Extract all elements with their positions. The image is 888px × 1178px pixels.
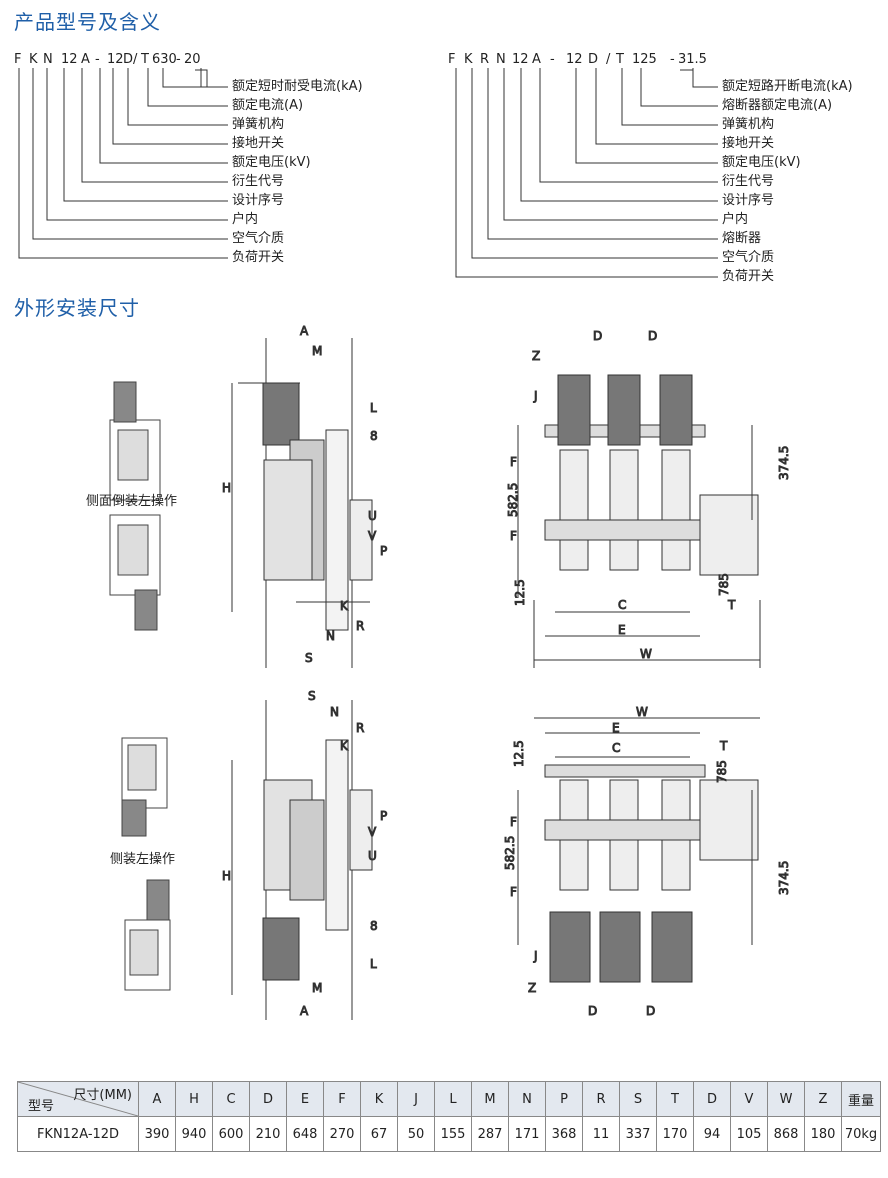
svg-text:374.5: 374.5 [777, 861, 791, 895]
svg-text:785: 785 [717, 573, 731, 596]
svg-text:M: M [312, 981, 322, 995]
svg-text:8: 8 [370, 429, 378, 443]
svg-text:A: A [300, 1004, 309, 1018]
svg-text:12.5: 12.5 [513, 579, 527, 606]
svg-text:P: P [380, 544, 387, 558]
spec-table: 尺寸(MM) 型号 A H C D E F K J L M N P R S T … [17, 1081, 881, 1152]
table-row: FKN12A-12D 390 940 600 210 648 270 67 50… [17, 1116, 881, 1152]
svg-text:D: D [588, 1004, 597, 1018]
thumbnail-side [121, 737, 171, 991]
side-view-top: A M H L 8 U V P K R N S [222, 324, 388, 668]
svg-text:H: H [222, 869, 231, 883]
svg-text:E: E [612, 721, 620, 735]
svg-text:R: R [356, 721, 364, 735]
svg-text:F: F [510, 455, 517, 469]
svg-text:W: W [640, 647, 652, 661]
section-title-dimensions: 外形安装尺寸 [14, 296, 140, 320]
svg-text:D: D [648, 329, 657, 343]
svg-text:582.5: 582.5 [506, 483, 520, 517]
svg-text:Z: Z [532, 349, 540, 363]
svg-text:W: W [636, 705, 648, 719]
svg-text:J: J [533, 389, 538, 403]
svg-text:F: F [510, 815, 517, 829]
svg-text:A: A [300, 324, 309, 338]
svg-text:582.5: 582.5 [503, 836, 517, 870]
svg-text:T: T [727, 598, 736, 612]
svg-text:U: U [368, 849, 377, 863]
svg-text:J: J [533, 949, 538, 963]
caption-side-inverted: 侧面倒装左操作 [86, 494, 178, 509]
svg-text:N: N [326, 629, 335, 643]
svg-text:K: K [340, 739, 349, 753]
svg-text:F: F [510, 529, 517, 543]
front-view-top: D D Z J F F 582.5 12.5 374.5 785 T C E W [506, 329, 792, 668]
caption-side-mounted: 侧装左操作 [110, 852, 176, 867]
svg-text:P: P [380, 809, 387, 823]
svg-text:H: H [222, 481, 231, 495]
svg-text:T: T [719, 739, 728, 753]
svg-text:V: V [368, 825, 377, 839]
svg-text:S: S [308, 689, 316, 703]
front-view-bottom: W E C T 12.5 785 F F 582.5 374.5 J Z D D [503, 705, 792, 1019]
svg-text:L: L [370, 401, 377, 415]
side-view-bottom: S N R K P V U H 8 L M A [222, 689, 388, 1020]
svg-text:S: S [305, 651, 313, 665]
svg-text:C: C [612, 741, 620, 755]
svg-text:374.5: 374.5 [777, 446, 791, 480]
svg-text:C: C [618, 598, 626, 612]
svg-text:N: N [330, 705, 339, 719]
svg-text:U: U [368, 509, 377, 523]
svg-text:F: F [510, 885, 517, 899]
svg-text:12.5: 12.5 [512, 740, 526, 767]
svg-text:K: K [340, 599, 349, 613]
svg-text:8: 8 [370, 919, 378, 933]
table-corner: 尺寸(MM) 型号 [17, 1081, 139, 1117]
svg-text:D: D [593, 329, 602, 343]
svg-text:E: E [618, 623, 626, 637]
section-title-model: 产品型号及含义 [14, 10, 161, 34]
table-header-row: 尺寸(MM) 型号 A H C D E F K J L M N P R S T … [17, 1081, 881, 1117]
svg-text:L: L [370, 957, 377, 971]
svg-text:D: D [646, 1004, 655, 1018]
svg-text:R: R [356, 619, 364, 633]
thumbnail-inverted [109, 381, 161, 631]
svg-text:Z: Z [528, 981, 536, 995]
svg-text:M: M [312, 344, 322, 358]
svg-text:V: V [368, 529, 377, 543]
svg-text:785: 785 [715, 760, 729, 783]
